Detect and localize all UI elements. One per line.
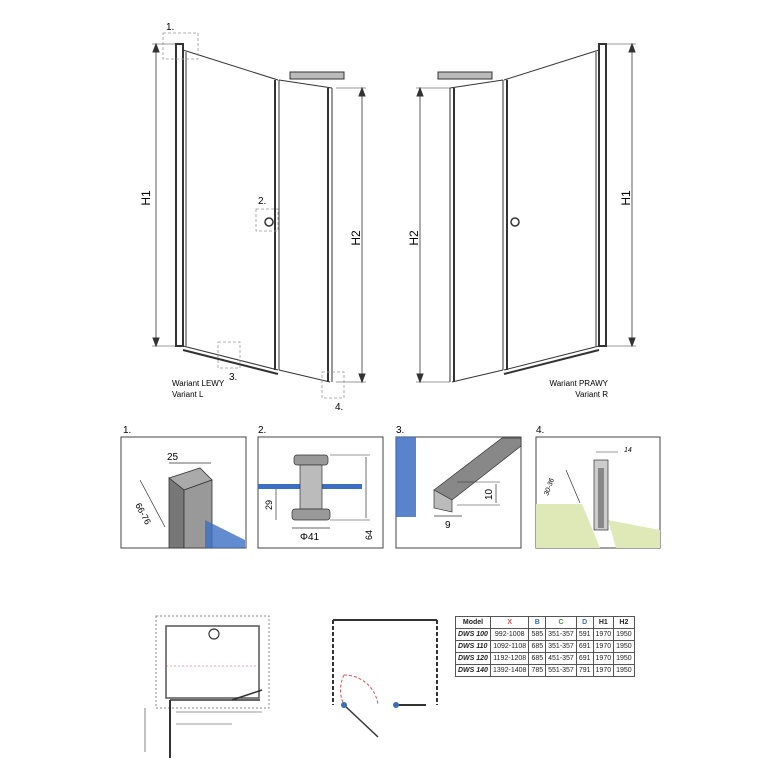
h1-left-label: H1 [139, 190, 153, 206]
cell-h1: 1970 [592, 628, 615, 641]
callout-box-4 [321, 371, 345, 399]
cell-c: 451-357 [545, 652, 577, 665]
cell-x: 1392-1408 [489, 664, 530, 677]
cell-c: 351-357 [545, 628, 577, 641]
cell-d: 591 [575, 628, 594, 641]
detail-2-dim-64: 64 [364, 530, 374, 540]
dim-h1-right [606, 42, 636, 348]
cell-b: 685 [528, 652, 547, 665]
dim-h1-left [152, 42, 176, 348]
h1-right-label: H1 [619, 190, 633, 206]
plan-view-tray [144, 615, 270, 758]
detail-2-num: 2. [258, 425, 266, 436]
detail-2-panel: 2. 29 Φ41 64 [257, 425, 384, 549]
right-variant-en: Variant R [575, 390, 608, 399]
table-row: DWS 140 1392-1408 785 551-357 791 1970 1… [455, 664, 635, 677]
col-b: B [528, 616, 547, 629]
cell-x: 1192-1208 [489, 652, 530, 665]
cell-b: 785 [528, 664, 547, 677]
cell-d: 691 [575, 652, 594, 665]
cell-d: 691 [575, 640, 594, 653]
spec-table-header: Model X B C D H1 H2 [455, 616, 635, 629]
callout-label-1: 1. [166, 22, 174, 33]
detail-2-dim-phi41: Φ41 [300, 532, 320, 543]
h2-left-label: H2 [349, 230, 363, 246]
cell-b: 585 [528, 628, 547, 641]
left-variant-drawing [175, 43, 345, 383]
detail-4-num: 4. [536, 425, 544, 436]
cell-h2: 1950 [613, 652, 635, 665]
left-variant-en: Variant L [172, 390, 204, 399]
dim-h2-left [336, 86, 366, 384]
col-model: Model [455, 616, 491, 629]
cell-c: 351-357 [545, 640, 577, 653]
left-variant-pl: Wariant LEWY [172, 379, 225, 388]
table-row: DWS 110 1092-1108 685 351-357 691 1970 1… [455, 640, 635, 653]
col-d: D [575, 616, 594, 629]
detail-3-panel: 3. 10 9 [395, 425, 522, 549]
detail-1-panel: 1. 25 66-76 [120, 425, 247, 549]
detail-4-panel: 4. 14 30-36 [535, 425, 661, 549]
col-h1: H1 [592, 616, 615, 629]
cell-d: 791 [575, 664, 594, 677]
detail-4-dim-14: 14 [624, 447, 632, 454]
cell-model: DWS 100 [455, 628, 491, 641]
cell-x: 992-1008 [489, 628, 530, 641]
cell-b: 685 [528, 640, 547, 653]
callout-box-2 [255, 208, 279, 232]
right-variant-drawing [437, 43, 607, 383]
cell-model: DWS 140 [455, 664, 491, 677]
cell-h2: 1950 [613, 628, 635, 641]
cell-h1: 1970 [592, 652, 615, 665]
callout-label-3: 3. [229, 372, 237, 383]
table-row: DWS 100 992-1008 585 351-357 591 1970 19… [455, 628, 635, 641]
cell-h2: 1950 [613, 664, 635, 677]
detail-3-dim-10: 10 [484, 488, 495, 500]
callout-box-3 [217, 341, 241, 369]
dim-h2-right [416, 86, 450, 384]
callout-label-2: 2. [258, 196, 266, 207]
cell-model: DWS 110 [455, 640, 491, 653]
plan-view-swing [332, 619, 438, 738]
cell-model: DWS 120 [455, 652, 491, 665]
cell-x: 1092-1108 [489, 640, 530, 653]
col-h2: H2 [613, 616, 635, 629]
detail-1-dim-25: 25 [167, 452, 179, 463]
detail-1-num: 1. [123, 425, 131, 436]
cell-h1: 1970 [592, 664, 615, 677]
col-c: C [545, 616, 577, 629]
h2-right-label: H2 [407, 230, 421, 246]
cell-h1: 1970 [592, 640, 615, 653]
cell-h2: 1950 [613, 640, 635, 653]
table-row: DWS 120 1192-1208 685 451-357 691 1970 1… [455, 652, 635, 665]
cell-c: 551-357 [545, 664, 577, 677]
callout-box-1 [162, 32, 199, 60]
col-x: X [489, 616, 530, 629]
detail-3-num: 3. [396, 425, 404, 436]
right-variant-pl: Wariant PRAWY [549, 379, 608, 388]
spec-table: Model X B C D H1 H2 DWS 100 992-1008 585… [455, 616, 635, 677]
callout-label-4: 4. [335, 402, 343, 413]
detail-2-dim-29: 29 [264, 500, 274, 510]
detail-3-dim-9: 9 [445, 520, 451, 531]
